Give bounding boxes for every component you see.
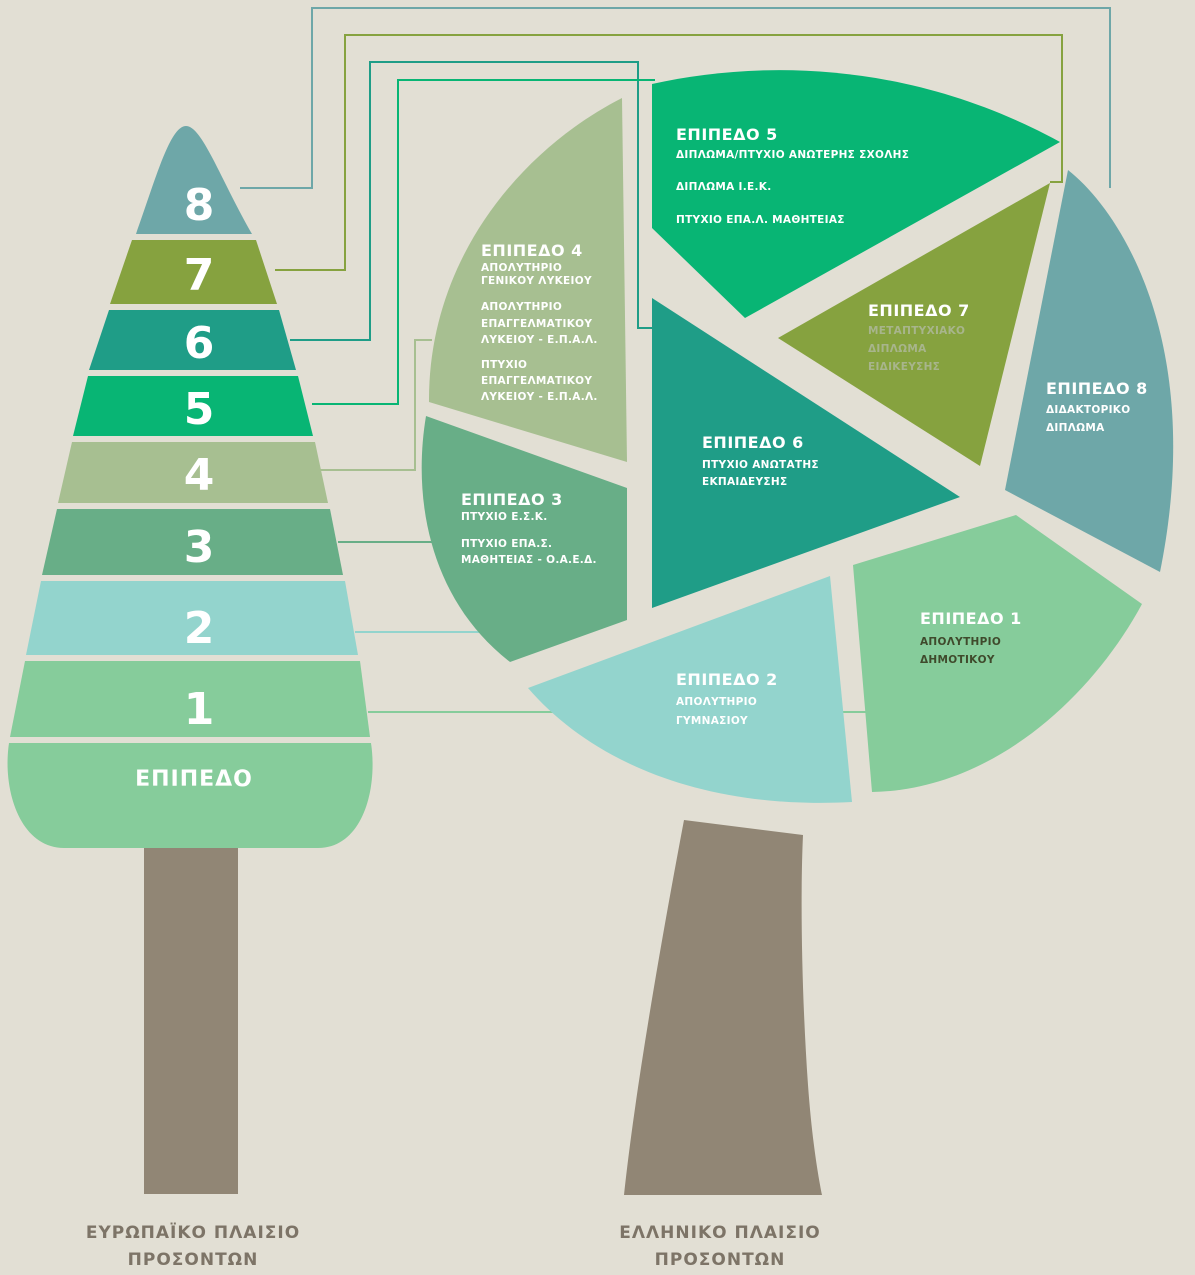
greek-level-4-line-6: ΠΤΥΧΙΟ <box>481 359 527 371</box>
greek-level-4-line-5: ΛΥΚΕΙΟΥ - Ε.Π.Α.Λ. <box>481 334 598 346</box>
greek-level-1-line-1: ΑΠΟΛΥΤΗΡΙΟ <box>920 636 1001 648</box>
european-band-8 <box>136 126 252 234</box>
greek-caption-line-1: ΕΛΛΗΝΙΚΟ ΠΛΑΙΣΙΟ <box>619 1223 821 1243</box>
greek-level-6-line-1: ΠΤΥΧΙΟ ΑΝΩΤΑΤΗΣ <box>702 459 819 471</box>
greek-level-4-line-2: ΓΕΝΙΚΟΥ ΛΥΚΕΙΟΥ <box>481 275 592 287</box>
european-base <box>7 743 373 848</box>
greek-wedge-2 <box>528 576 852 803</box>
greek-level-6-title: ΕΠΙΠΕΔΟ 6 <box>702 433 804 452</box>
greek-level-5-line-1: ΔΙΠΛΩΜΑ/ΠΤΥΧΙΟ ΑΝΩΤΕΡΗΣ ΣΧΟΛΗΣ <box>676 149 909 161</box>
greek-level-5-line-3: ΠΤΥΧΙΟ ΕΠΑ.Λ. ΜΑΘΗΤΕΙΑΣ <box>676 214 845 226</box>
greek-level-1-title: ΕΠΙΠΕΔΟ 1 <box>920 609 1022 628</box>
connector-lines <box>240 7 1111 713</box>
greek-wedge-7 <box>778 183 1050 466</box>
european-caption-line-1: ΕΥΡΩΠΑΪΚΟ ΠΛΑΙΣΙΟ <box>86 1221 300 1243</box>
greek-caption-line-2: ΠΡΟΣΟΝΤΩΝ <box>655 1250 786 1270</box>
european-level-1-number: 1 <box>184 684 215 735</box>
european-level-2-number: 2 <box>184 603 215 654</box>
greek-level-3-line-1: ΠΤΥΧΙΟ Ε.Σ.Κ. <box>461 511 548 523</box>
greek-level-3-title: ΕΠΙΠΕΔΟ 3 <box>461 490 563 509</box>
european-band-5 <box>73 376 313 436</box>
greek-level-7-line-1: ΜΕΤΑΠΤΥΧΙΑΚΟ <box>868 325 965 337</box>
european-tree-trunk <box>144 848 238 1194</box>
greek-level-3-line-3: ΜΑΘΗΤΕΙΑΣ - Ο.Α.Ε.Δ. <box>461 554 597 566</box>
european-level-4-number: 4 <box>184 450 215 501</box>
european-level-7-number: 7 <box>184 250 215 301</box>
connector-level-6 <box>290 61 655 341</box>
greek-level-4-line-8: ΛΥΚΕΙΟΥ - Ε.Π.Α.Λ. <box>481 391 598 403</box>
greek-level-8-line-1: ΔΙΔΑΚΤΟΡΙΚΟ <box>1046 404 1130 416</box>
greek-level-8-line-2: ΔΙΠΛΩΜΑ <box>1046 422 1105 434</box>
greek-level-4-title: ΕΠΙΠΕΔΟ 4 <box>481 241 583 260</box>
greek-level-2-line-1: ΑΠΟΛΥΤΗΡΙΟ <box>676 696 757 708</box>
european-level-3-number: 3 <box>184 522 215 573</box>
greek-level-3-line-2: ΠΤΥΧΙΟ ΕΠΑ.Σ. <box>461 538 552 550</box>
european-band-4 <box>58 442 328 503</box>
european-band-1 <box>10 661 370 737</box>
european-band-3 <box>42 509 343 575</box>
european-band-2 <box>26 581 358 655</box>
european-band-7 <box>110 240 277 304</box>
european-level-6-number: 6 <box>184 318 215 369</box>
greek-level-1-line-2: ΔΗΜΟΤΙΚΟΥ <box>920 654 995 666</box>
greek-level-7-line-3: ΕΙΔΙΚΕΥΣΗΣ <box>868 361 940 373</box>
greek-level-7-title: ΕΠΙΠΕΔΟ 7 <box>868 301 970 320</box>
european-base-label: ΕΠΙΠΕΔΟ <box>135 767 253 792</box>
greek-level-5-title: ΕΠΙΠΕΔΟ 5 <box>676 125 778 144</box>
connector-level-4 <box>320 339 432 471</box>
greek-level-7-line-2: ΔΙΠΛΩΜΑ <box>868 343 927 355</box>
connector-level-5 <box>312 79 655 405</box>
greek-level-6-line-2: ΕΚΠΑΙΔΕΥΣΗΣ <box>702 476 787 488</box>
greek-wedge-5 <box>652 70 1060 318</box>
greek-level-4-line-4: ΕΠΑΓΓΕΛΜΑΤΙΚΟΥ <box>481 318 592 330</box>
european-level-5-number: 5 <box>184 384 215 435</box>
greek-wedge-8 <box>1005 170 1174 572</box>
greek-level-4-line-7: ΕΠΑΓΓΕΛΜΑΤΙΚΟΥ <box>481 375 592 387</box>
european-level-8-number: 8 <box>184 180 215 231</box>
greek-wedge-6 <box>652 298 960 608</box>
european-band-6 <box>89 310 296 370</box>
greek-tree: ΕΠΙΠΕΔΟ 5 ΔΙΠΛΩΜΑ/ΠΤΥΧΙΟ ΑΝΩΤΕΡΗΣ ΣΧΟΛΗΣ… <box>421 70 1174 1195</box>
connector-level-8 <box>240 7 1111 189</box>
greek-wedge-4 <box>428 98 627 462</box>
greek-wedge-3 <box>421 416 627 662</box>
greek-wedge-1 <box>853 515 1142 792</box>
greek-level-5-line-2: ΔΙΠΛΩΜΑ Ι.Ε.Κ. <box>676 181 772 193</box>
european-caption-line-2: ΠΡΟΣΟΝΤΩΝ <box>128 1250 259 1270</box>
greek-level-2-line-2: ΓΥΜΝΑΣΙΟΥ <box>676 715 748 727</box>
greek-level-4-line-3: ΑΠΟΛΥΤΗΡΙΟ <box>481 301 562 313</box>
greek-level-4-line-1: ΑΠΟΛΥΤΗΡΙΟ <box>481 262 562 274</box>
greek-level-2-title: ΕΠΙΠΕΔΟ 2 <box>676 670 778 689</box>
greek-tree-trunk <box>624 820 822 1195</box>
greek-level-8-title: ΕΠΙΠΕΔΟ 8 <box>1046 379 1148 398</box>
connector-level-7 <box>275 34 1063 271</box>
european-tree: 8 7 6 5 4 3 2 1 ΕΠΙΠΕΔΟ <box>7 126 373 1194</box>
